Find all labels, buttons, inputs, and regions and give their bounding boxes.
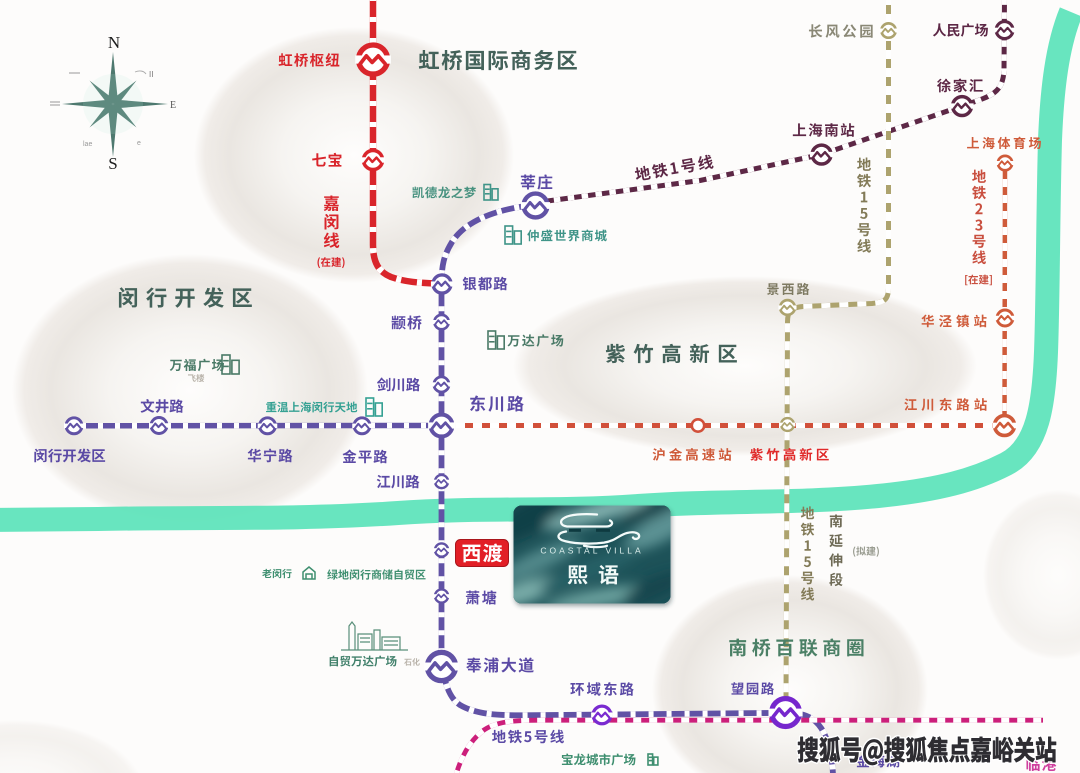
svg-text:lae: lae (83, 141, 92, 148)
svg-text:N: N (108, 33, 120, 52)
svg-text:S: S (108, 154, 117, 173)
svg-text:e: e (137, 140, 141, 147)
svg-text:E: E (170, 100, 176, 111)
svg-text:II: II (149, 70, 153, 79)
svg-text:COASTAL VILLA: COASTAL VILLA (540, 546, 643, 556)
